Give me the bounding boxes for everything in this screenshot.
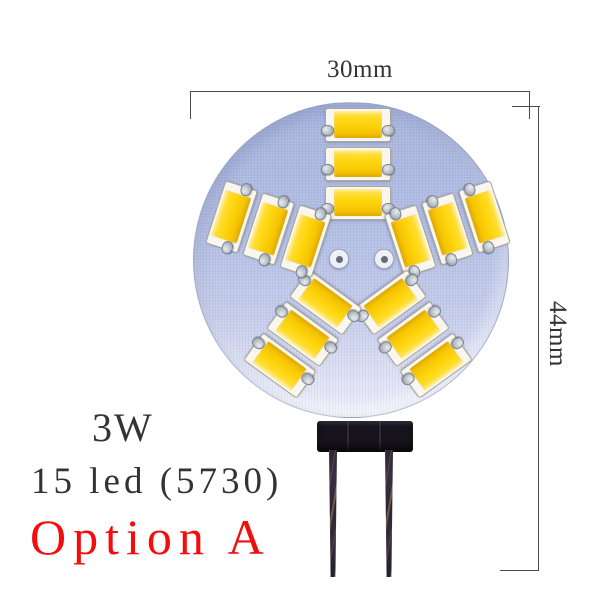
led-spec-label: 15 led (5730) <box>31 461 283 502</box>
dimension-line-width <box>190 91 530 93</box>
led-electrode <box>382 163 395 175</box>
dimension-tick-right <box>528 91 530 119</box>
pcb-hole-center <box>380 255 388 263</box>
pcb-hole <box>329 249 349 269</box>
pcb-hole <box>374 249 394 269</box>
led-chip <box>465 189 506 244</box>
dimension-seg-bottom <box>500 570 539 572</box>
led-electrode <box>321 163 334 175</box>
g4-pin <box>329 450 337 577</box>
led-electrode <box>219 239 235 256</box>
led-chip <box>247 201 288 256</box>
led-chip <box>334 110 382 138</box>
option-label: Option A <box>30 509 271 565</box>
led-electrode <box>321 124 334 136</box>
led-chip <box>210 189 251 244</box>
led-chip <box>428 201 469 256</box>
smd-led <box>321 146 395 181</box>
g4-pin <box>385 450 393 577</box>
dimension-line-height <box>538 106 540 571</box>
wattage-label: 3W <box>92 405 154 450</box>
led-chip <box>334 149 382 177</box>
smd-led <box>321 185 395 220</box>
led-electrode <box>256 251 272 268</box>
connector-base <box>317 421 413 452</box>
led-chip <box>334 188 382 216</box>
dimension-tick-left <box>190 91 192 119</box>
dimension-width-label: 30mm <box>327 56 393 83</box>
led-electrode <box>481 239 497 256</box>
led-electrode <box>382 124 395 136</box>
dimension-seg-top <box>512 106 540 108</box>
smd-led <box>321 107 395 142</box>
led-arm <box>321 106 395 258</box>
led-electrode <box>444 251 460 268</box>
pcb-hole-center <box>335 255 343 263</box>
led-electrode <box>293 263 309 280</box>
led-chip <box>284 213 325 268</box>
